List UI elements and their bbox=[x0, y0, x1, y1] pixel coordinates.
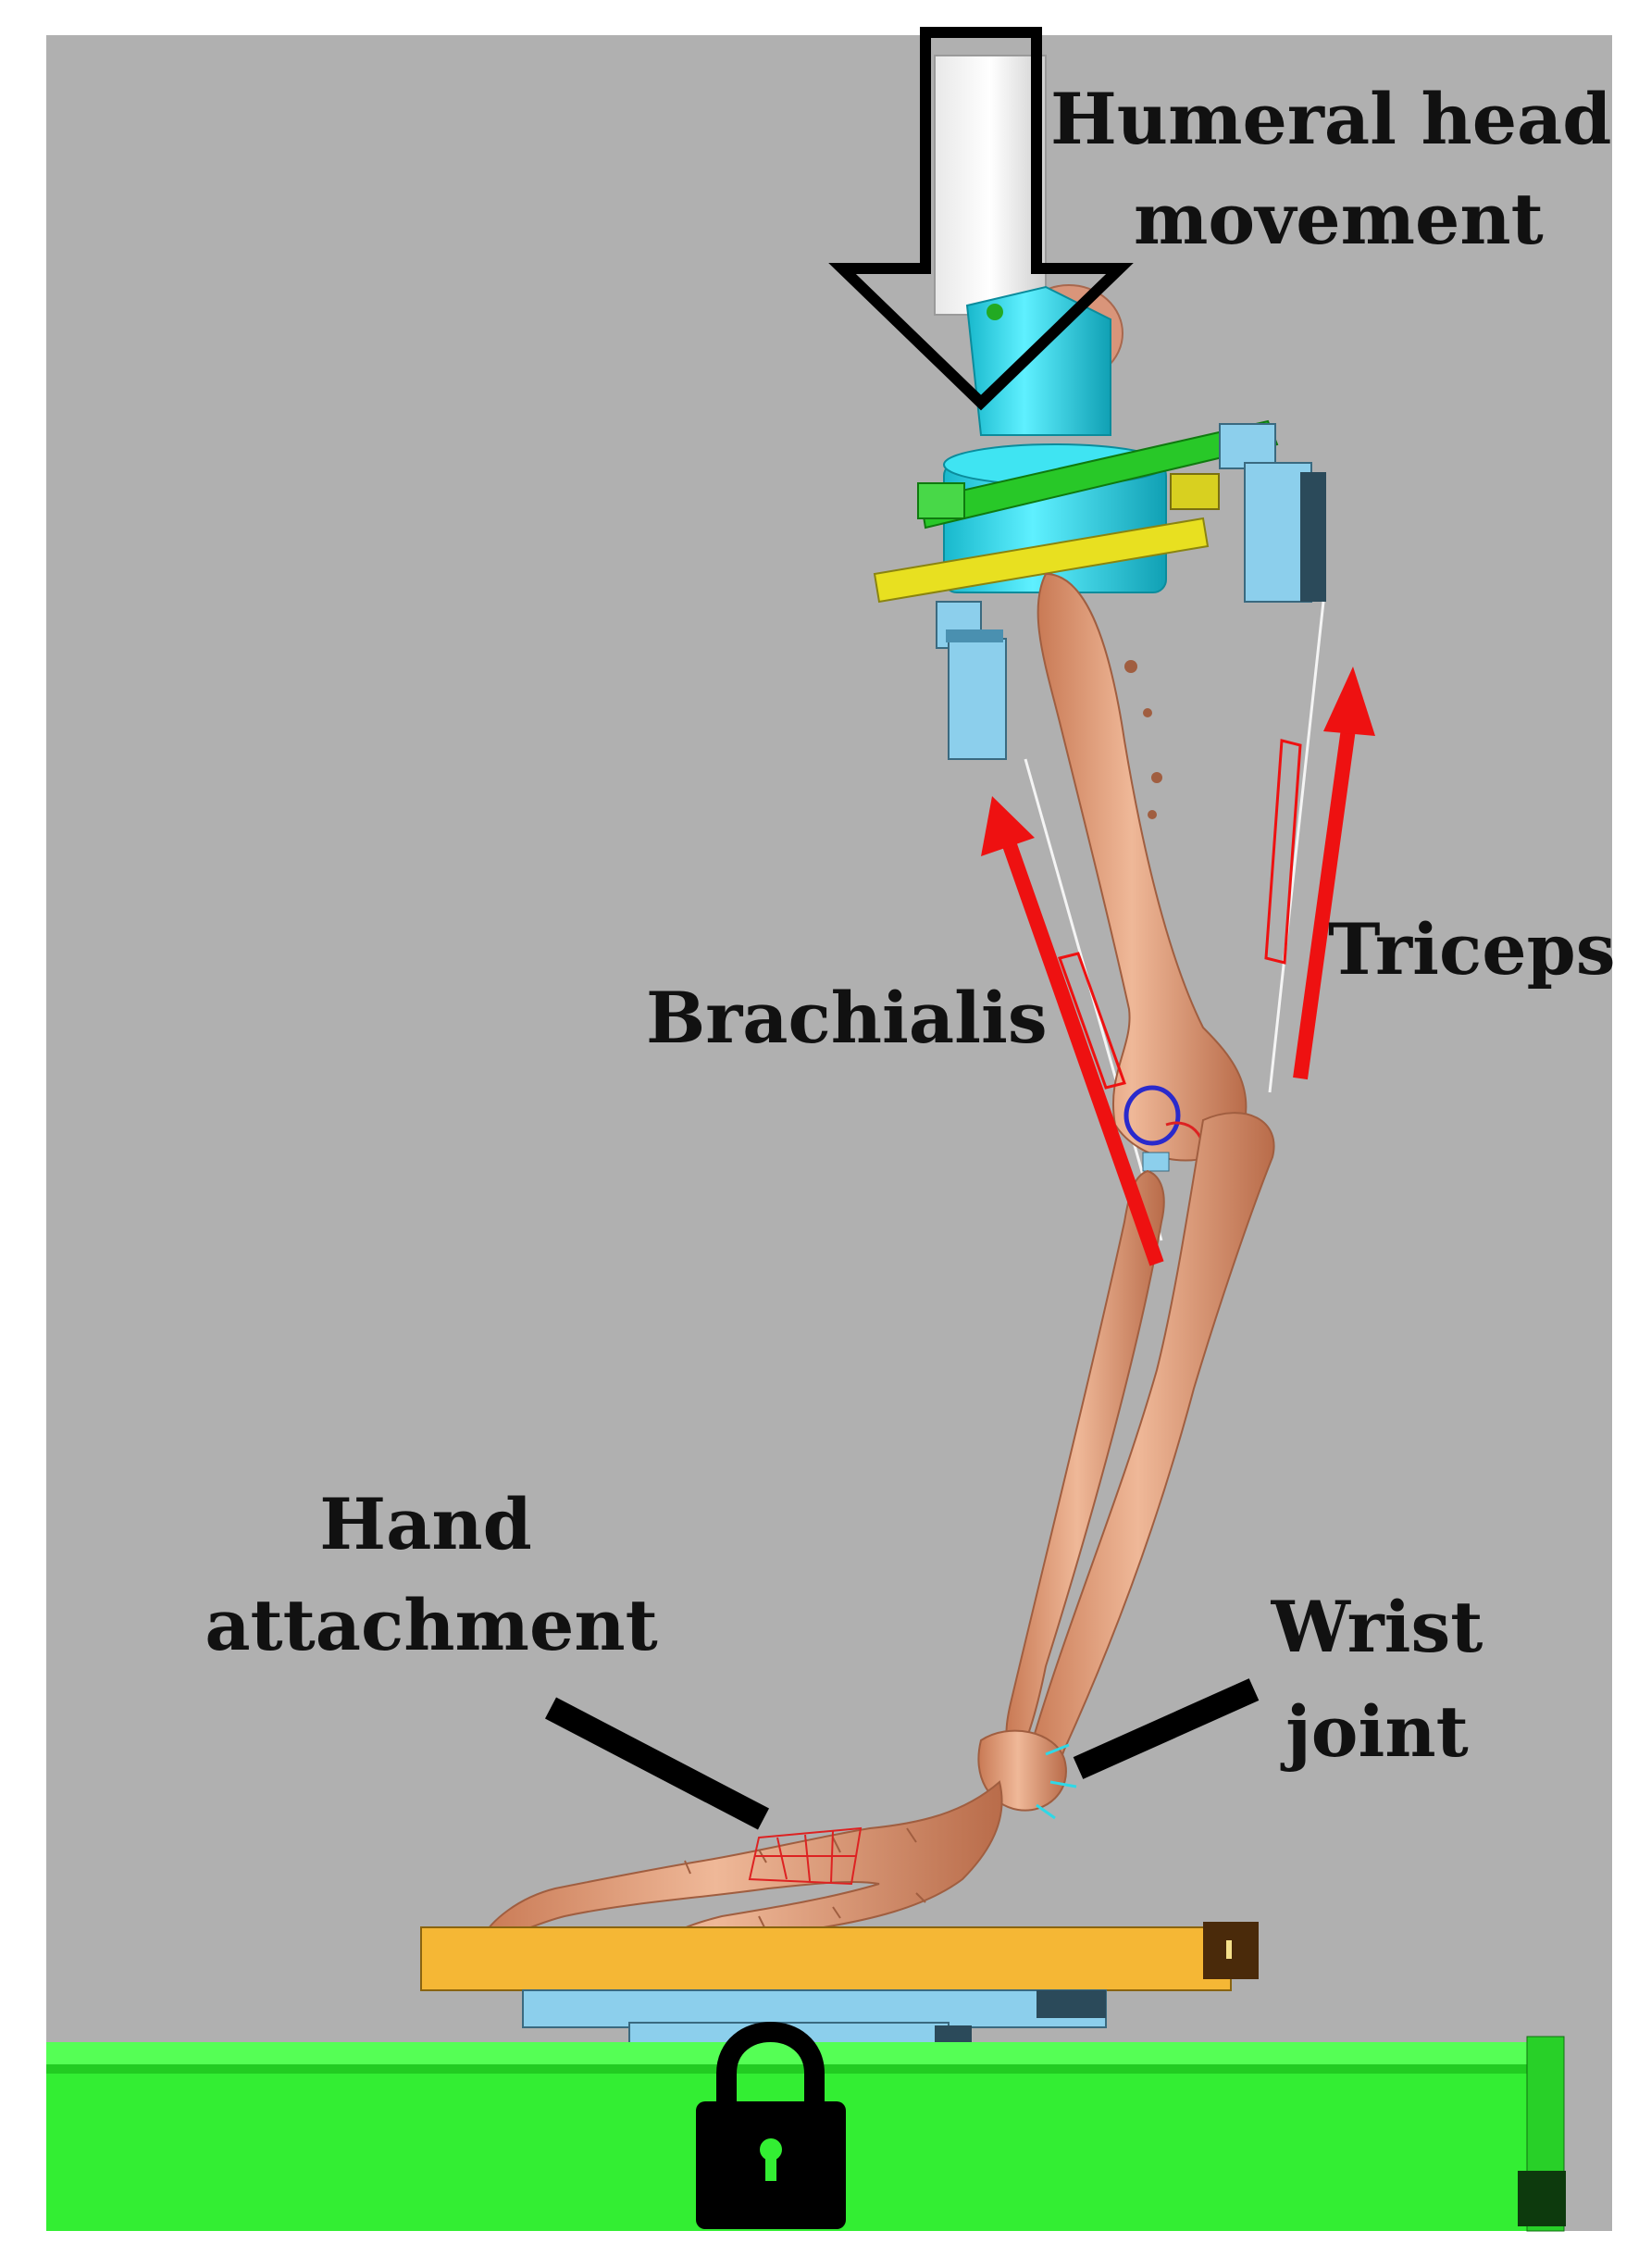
padlock-icon bbox=[696, 2022, 846, 2229]
humeral-shaft bbox=[934, 55, 1047, 316]
humeral-movement-arrow bbox=[828, 27, 1134, 411]
humeral-clamp-top bbox=[965, 285, 1111, 436]
wrist-label-line2: joint bbox=[1280, 1690, 1468, 1773]
brachialis-force-arrow bbox=[981, 796, 1164, 1266]
humeral-label-line2: movement bbox=[1134, 178, 1544, 260]
wrist-label-line1: Wrist bbox=[1271, 1586, 1483, 1668]
triceps-pad-upper bbox=[1219, 423, 1276, 469]
muscle-force-arrows bbox=[981, 667, 1375, 1266]
wrist-joint-pointer bbox=[1073, 1678, 1260, 1779]
hand-attachment-net bbox=[748, 1826, 863, 1886]
green-collar-bracket-left bbox=[917, 482, 965, 519]
triceps-force-arrow bbox=[1264, 667, 1375, 1080]
green-collar-bracket-right bbox=[1170, 473, 1220, 510]
brachialis-pad bbox=[948, 638, 1007, 760]
clamp-screw bbox=[987, 304, 1003, 320]
orange-plate bbox=[420, 1926, 1232, 1991]
hand-label-line2: attachment bbox=[205, 1584, 657, 1666]
labels: Humeral head movement Triceps Brachialis… bbox=[205, 78, 1615, 1773]
triceps-label: Triceps bbox=[1328, 908, 1616, 991]
ulna-bone bbox=[1025, 1112, 1275, 1775]
arm-skeleton bbox=[479, 572, 1275, 1946]
yellow-collar bbox=[873, 517, 1210, 604]
humeral-fixture bbox=[873, 55, 1326, 760]
humerus-bone bbox=[1037, 572, 1248, 1162]
humeral-label-line1: Humeral head bbox=[1050, 78, 1611, 160]
hand-attachment-pointer bbox=[544, 1697, 770, 1830]
brachialis-label: Brachialis bbox=[646, 977, 1048, 1059]
hand-label-line1: Hand bbox=[319, 1483, 531, 1565]
